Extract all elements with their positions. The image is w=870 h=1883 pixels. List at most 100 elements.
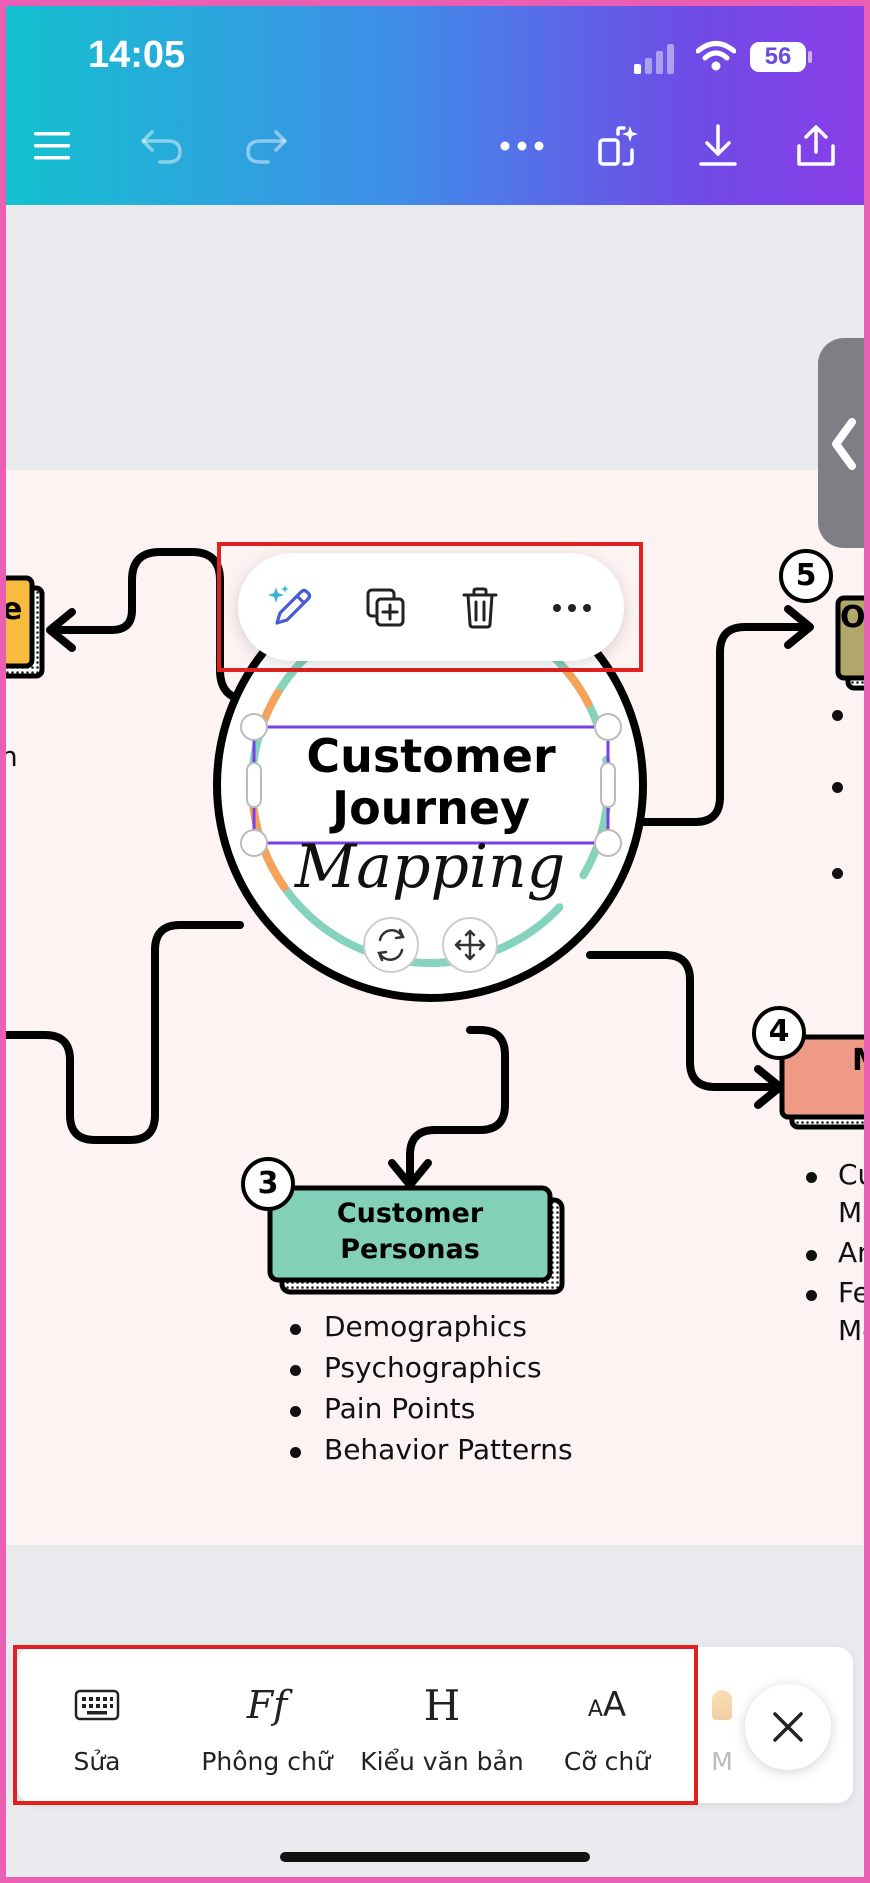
home-indicator xyxy=(280,1852,590,1862)
font-size-label: Cỡ chữ xyxy=(563,1747,651,1776)
node5-box xyxy=(835,595,870,681)
resize-handle-tr xyxy=(594,713,622,741)
node3-title-line-1: Customer xyxy=(336,1198,484,1229)
context-more-button[interactable] xyxy=(544,580,600,636)
left-node-label: e xyxy=(2,592,23,627)
node4-item: Fe xyxy=(838,1276,870,1309)
node3-number: 3 xyxy=(257,1166,279,1201)
more-options-button[interactable] xyxy=(496,120,548,172)
connector-left-top xyxy=(48,548,254,704)
resize-handle-tl xyxy=(240,713,268,741)
title-line-2: Journey xyxy=(331,781,531,835)
edit-text-label: Sửa xyxy=(73,1747,121,1776)
central-circle-orange-ring-2 xyxy=(248,603,612,967)
magic-edit-icon xyxy=(268,585,312,625)
font-size-button[interactable]: AA Cỡ chữ xyxy=(537,1647,677,1803)
redo-button[interactable] xyxy=(240,120,292,172)
status-time: 14:05 xyxy=(88,34,186,76)
menu-button[interactable] xyxy=(27,120,79,172)
title-line-1: Customer xyxy=(306,729,556,783)
list-item: Demographics xyxy=(290,1310,573,1351)
node5-number: 5 xyxy=(795,558,817,593)
text-toolbar: Sửa Ff Phông chữ H Kiểu văn bản AA Cỡ ch… xyxy=(17,1647,853,1803)
connector-left-bottom xyxy=(0,921,244,1144)
move-icon xyxy=(454,929,486,961)
text-style-label: Kiểu văn bản xyxy=(360,1747,524,1776)
node4-item: Cu xyxy=(838,1158,870,1191)
highlight-box-text-toolbar xyxy=(13,1645,698,1805)
text-style-button[interactable]: H Kiểu văn bản xyxy=(347,1647,537,1803)
connector-right-bottom xyxy=(586,951,779,1091)
node3-box xyxy=(267,1185,553,1283)
node4-title: M xyxy=(852,1043,870,1078)
magic-resize-button[interactable] xyxy=(592,120,644,172)
arrow-right-top xyxy=(784,605,814,649)
node4-box xyxy=(779,1034,870,1120)
font-icon: Ff xyxy=(246,1683,288,1727)
edit-text-button[interactable]: Sửa xyxy=(37,1647,157,1803)
node4-item: Ma xyxy=(838,1196,870,1229)
duplicate-icon xyxy=(366,588,405,627)
font-button[interactable]: Ff Phông chữ xyxy=(177,1647,357,1803)
trash-icon xyxy=(462,587,498,629)
battery-tip xyxy=(808,51,812,63)
signal-icon xyxy=(634,44,674,74)
color-icon xyxy=(712,1690,732,1720)
list-item: Psychographics xyxy=(290,1351,573,1392)
chevron-left-icon xyxy=(832,418,856,470)
font-label: Phông chữ xyxy=(201,1747,333,1776)
undo-icon xyxy=(141,130,182,164)
left-partial-text: n xyxy=(0,740,18,773)
list-item: Pain Points xyxy=(290,1392,573,1433)
wifi-icon xyxy=(696,41,736,71)
pages-panel-handle[interactable] xyxy=(818,338,870,548)
close-icon xyxy=(773,1712,803,1742)
persona-list[interactable]: Demographics Psychographics Pain Points … xyxy=(290,1310,573,1474)
magic-edit-button[interactable] xyxy=(262,580,318,636)
font-size-icon: AA xyxy=(587,1685,627,1725)
top-app-bar: 14:05 56 xyxy=(0,0,870,205)
central-title[interactable]: Customer Journey xyxy=(258,730,604,834)
share-button[interactable] xyxy=(790,120,842,172)
node5-badge xyxy=(779,549,833,603)
rotate-handle xyxy=(363,917,419,973)
more-icon xyxy=(500,141,544,151)
more-icon xyxy=(553,604,591,612)
color-button[interactable]: M xyxy=(697,1647,747,1803)
node4-item: An xyxy=(838,1236,870,1269)
color-label: M xyxy=(711,1747,733,1776)
download-icon xyxy=(699,124,737,166)
redo-icon xyxy=(246,130,287,164)
rotate-icon xyxy=(378,929,404,961)
node5-title: O xyxy=(840,600,866,635)
node3-title-line-2: Personas xyxy=(340,1234,480,1265)
share-icon xyxy=(797,125,835,166)
node3-title[interactable]: Customer Personas xyxy=(272,1196,548,1268)
duplicate-button[interactable] xyxy=(358,580,414,636)
arrow-left-top xyxy=(46,608,76,652)
close-toolbar-button[interactable] xyxy=(745,1684,831,1770)
context-menu xyxy=(238,553,624,661)
keyboard-icon xyxy=(74,1689,120,1721)
node4-number: 4 xyxy=(768,1014,790,1049)
connector-right-top xyxy=(636,623,809,826)
battery-indicator: 56 xyxy=(750,42,806,72)
arrow-bottom xyxy=(388,1159,432,1189)
highlight-box-context-menu xyxy=(217,542,643,672)
connector-bottom xyxy=(406,1026,509,1184)
heading-icon: H xyxy=(423,1680,461,1730)
resize-handle-r xyxy=(600,762,616,808)
list-item: Behavior Patterns xyxy=(290,1433,573,1474)
script-subtitle[interactable]: Mapping xyxy=(294,832,566,902)
resize-handle-l xyxy=(246,762,262,808)
node4-item: Me xyxy=(838,1314,870,1347)
resize-handle-br xyxy=(594,829,622,857)
delete-button[interactable] xyxy=(452,580,508,636)
download-button[interactable] xyxy=(692,120,744,172)
menu-icon xyxy=(34,132,70,160)
magic-resize-icon xyxy=(598,126,638,166)
node4-badge xyxy=(752,1006,806,1060)
undo-button[interactable] xyxy=(136,120,188,172)
node3-badge xyxy=(241,1157,295,1211)
